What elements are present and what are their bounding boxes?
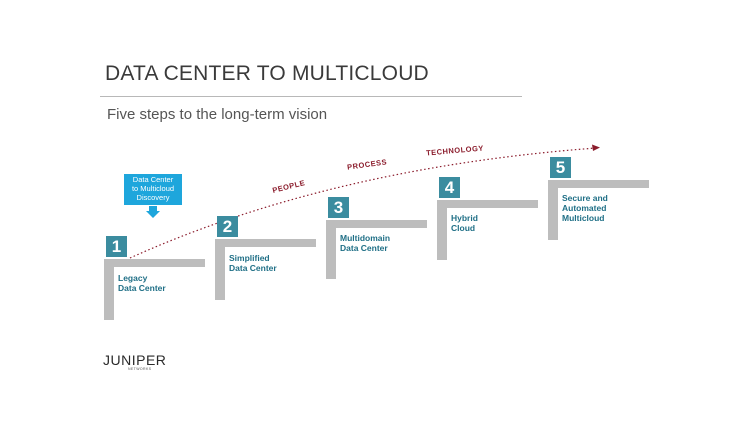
callout-line: to Multicloud xyxy=(131,184,175,193)
slide-title: DATA CENTER TO MULTICLOUD xyxy=(105,62,429,85)
step-number-badge: 1 xyxy=(106,236,127,257)
title-divider xyxy=(100,96,522,97)
dotted-progress-curve xyxy=(129,147,597,259)
step-number-badge: 3 xyxy=(328,197,349,218)
discovery-callout: Data Center to Multicloud Discovery xyxy=(124,174,182,205)
stair-riser xyxy=(104,259,114,320)
callout-line: Discovery xyxy=(136,193,170,202)
callout-line: Data Center xyxy=(132,175,174,184)
juniper-logo: JUNIPER xyxy=(103,352,167,368)
step-number-badge: 4 xyxy=(439,177,460,198)
stair-top xyxy=(104,259,205,267)
stair-riser xyxy=(326,220,336,279)
stair-top xyxy=(437,200,538,208)
stair-top xyxy=(215,239,316,247)
path-arrowhead-icon xyxy=(592,144,600,151)
stair-top xyxy=(326,220,427,228)
juniper-logo-tagline: NETWORKS xyxy=(128,367,152,371)
callout-down-arrow-icon xyxy=(146,206,160,218)
step-number-badge: 2 xyxy=(217,216,238,237)
stair-top xyxy=(548,180,649,188)
slide-subtitle: Five steps to the long-term vision xyxy=(107,106,328,123)
step-number-badge: 5 xyxy=(550,157,571,178)
stair-riser xyxy=(437,200,447,260)
stair-riser xyxy=(548,180,558,240)
stair-riser xyxy=(215,239,225,300)
